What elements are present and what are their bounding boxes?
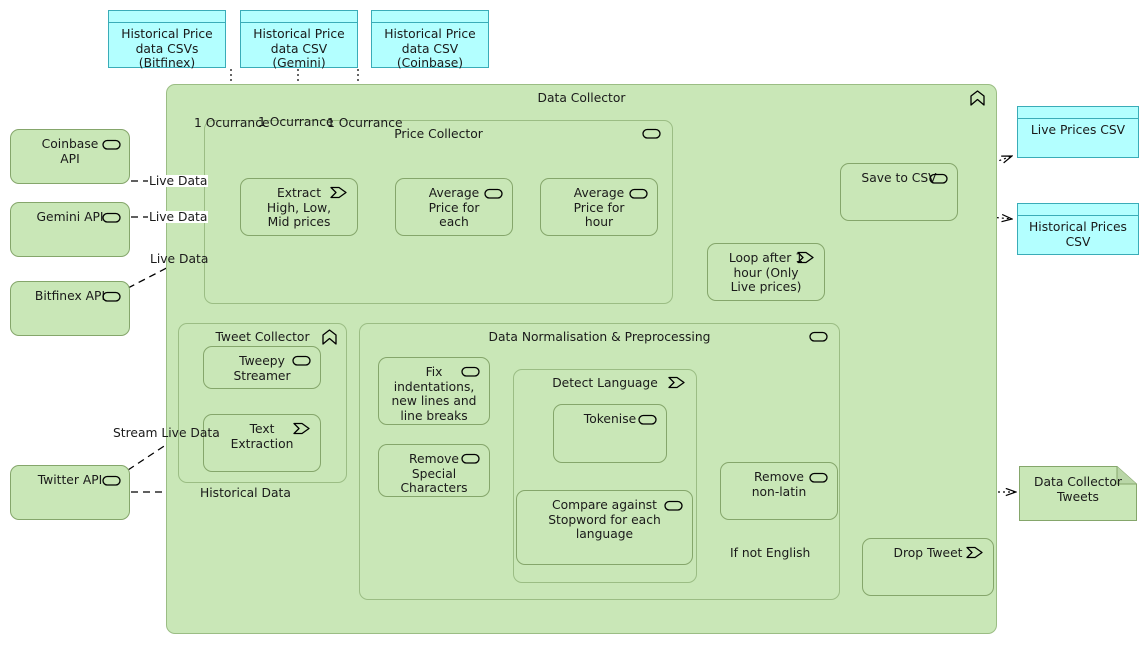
process-icon bbox=[102, 290, 122, 303]
function-icon bbox=[667, 376, 687, 389]
data-object-bar bbox=[372, 11, 488, 23]
process-icon bbox=[102, 474, 122, 487]
data-object-label: Historical Price data CSVs (Bitfinex) bbox=[121, 27, 213, 70]
process-icon bbox=[629, 187, 649, 200]
data-object-historical-prices-csv[interactable]: Historical Prices CSV bbox=[1017, 203, 1139, 255]
data-object-historical-coinbase[interactable]: Historical Price data CSV (Coinbase) bbox=[371, 10, 489, 70]
process-icon bbox=[664, 499, 684, 512]
deliverable-shape bbox=[1019, 466, 1137, 521]
process-icon bbox=[292, 354, 312, 367]
edge-label-ocurrance-1: 1 Ocurrance bbox=[194, 116, 270, 130]
container-title: Price Collector bbox=[394, 127, 483, 141]
process-icon bbox=[102, 138, 122, 151]
process-icon bbox=[642, 127, 662, 140]
data-object-bar bbox=[109, 11, 225, 23]
process-average-price-hour[interactable]: Average Price for hour bbox=[540, 178, 658, 236]
node-label: Remove Special Characters bbox=[400, 452, 468, 495]
process-save-to-csv[interactable]: Save to CSV bbox=[840, 163, 958, 221]
node-label: Bitfinex API bbox=[34, 289, 106, 303]
external-api-twitter[interactable]: Twitter API bbox=[10, 465, 130, 520]
external-api-coinbase[interactable]: Coinbase API bbox=[10, 129, 130, 184]
data-object-label: Historical Price data CSV (Gemini) bbox=[253, 27, 345, 70]
container-title: Data Normalisation & Preprocessing bbox=[488, 330, 711, 344]
process-loop-after-hour[interactable]: Loop after 1 hour (Only Live prices) bbox=[707, 243, 825, 301]
node-label: Average Price for each bbox=[428, 186, 480, 229]
node-label: Fix indentations, new lines and line bre… bbox=[391, 365, 477, 423]
external-api-bitfinex[interactable]: Bitfinex API bbox=[10, 281, 130, 336]
grouping-chevron-icon bbox=[321, 329, 338, 346]
data-object-historical-bitfinex[interactable]: Historical Price data CSVs (Bitfinex) bbox=[108, 10, 226, 70]
data-object-bar bbox=[1018, 107, 1138, 119]
data-object-historical-gemini[interactable]: Historical Price data CSV (Gemini) bbox=[240, 10, 358, 70]
node-label: Twitter API bbox=[37, 473, 103, 487]
process-remove-special-characters[interactable]: Remove Special Characters bbox=[378, 444, 490, 497]
process-compare-against-stopword[interactable]: Compare against Stopword for each langua… bbox=[516, 490, 693, 565]
node-label: Text Extraction bbox=[230, 422, 294, 451]
deliverable-data-collector-tweets[interactable]: Data Collector Tweets bbox=[1019, 466, 1137, 521]
edge-label-ocurrance-2: 1 Ocurrance bbox=[258, 115, 334, 129]
node-label: Remove non-latin bbox=[751, 470, 807, 499]
process-fix-indentations[interactable]: Fix indentations, new lines and line bre… bbox=[378, 357, 490, 425]
external-api-gemini[interactable]: Gemini API bbox=[10, 202, 130, 257]
container-title: Tweet Collector bbox=[215, 330, 310, 344]
data-object-label: Historical Prices CSV bbox=[1029, 220, 1127, 249]
node-label: Loop after 1 hour (Only Live prices) bbox=[728, 251, 804, 294]
process-remove-non-latin[interactable]: Remove non-latin bbox=[720, 462, 838, 520]
container-title: Detect Language bbox=[552, 376, 658, 390]
edge-label-ocurrance-3: 1 Ocurrance bbox=[327, 116, 403, 130]
process-icon bbox=[461, 452, 481, 465]
node-label: Save to CSV bbox=[861, 171, 937, 185]
process-icon bbox=[809, 330, 829, 343]
process-text-extraction[interactable]: Text Extraction bbox=[203, 414, 321, 472]
process-icon bbox=[809, 471, 829, 484]
data-object-live-prices-csv[interactable]: Live Prices CSV bbox=[1017, 106, 1139, 158]
node-label: Tokenise bbox=[583, 412, 637, 426]
edge-label-historical-data: Historical Data bbox=[200, 486, 291, 500]
data-object-bar bbox=[241, 11, 357, 23]
node-label: Average Price for hour bbox=[573, 186, 625, 229]
process-icon bbox=[102, 211, 122, 224]
container-title: Data Collector bbox=[537, 91, 626, 105]
process-icon bbox=[638, 413, 658, 426]
data-object-label: Historical Price data CSV (Coinbase) bbox=[384, 27, 476, 70]
grouping-chevron-icon bbox=[969, 90, 986, 107]
process-tweepy-streamer[interactable]: Tweepy Streamer bbox=[203, 346, 321, 389]
data-object-bar bbox=[1018, 204, 1138, 216]
process-tokenise[interactable]: Tokenise bbox=[553, 404, 667, 463]
node-label: Tweepy Streamer bbox=[233, 354, 291, 383]
function-icon bbox=[329, 186, 349, 199]
function-icon bbox=[292, 422, 312, 435]
process-icon bbox=[929, 172, 949, 185]
process-icon bbox=[461, 365, 481, 378]
node-label: Extract High, Low, Mid prices bbox=[266, 186, 332, 229]
node-label: Coinbase API bbox=[41, 137, 99, 166]
function-icon bbox=[796, 251, 816, 264]
edge-label-live-data-bitfinex: Live Data bbox=[150, 252, 209, 266]
function-icon bbox=[965, 546, 985, 559]
edge-label-stream-live-data: Stream Live Data bbox=[113, 426, 220, 440]
node-label: Gemini API bbox=[36, 210, 104, 224]
edge-label-live-data-coinbase: Live Data bbox=[148, 174, 209, 188]
data-object-label: Live Prices CSV bbox=[1030, 123, 1126, 137]
process-extract-prices[interactable]: Extract High, Low, Mid prices bbox=[240, 178, 358, 236]
edge-label-live-data-gemini: Live Data bbox=[148, 210, 209, 224]
process-icon bbox=[484, 187, 504, 200]
node-label: Compare against Stopword for each langua… bbox=[548, 498, 661, 541]
edge-label-if-not-english: If not English bbox=[730, 546, 811, 560]
process-drop-tweet[interactable]: Drop Tweet bbox=[862, 538, 994, 596]
node-label: Drop Tweet bbox=[893, 546, 963, 560]
process-average-price-each[interactable]: Average Price for each bbox=[395, 178, 513, 236]
deliverable-label: Data Collector Tweets bbox=[1034, 475, 1122, 504]
